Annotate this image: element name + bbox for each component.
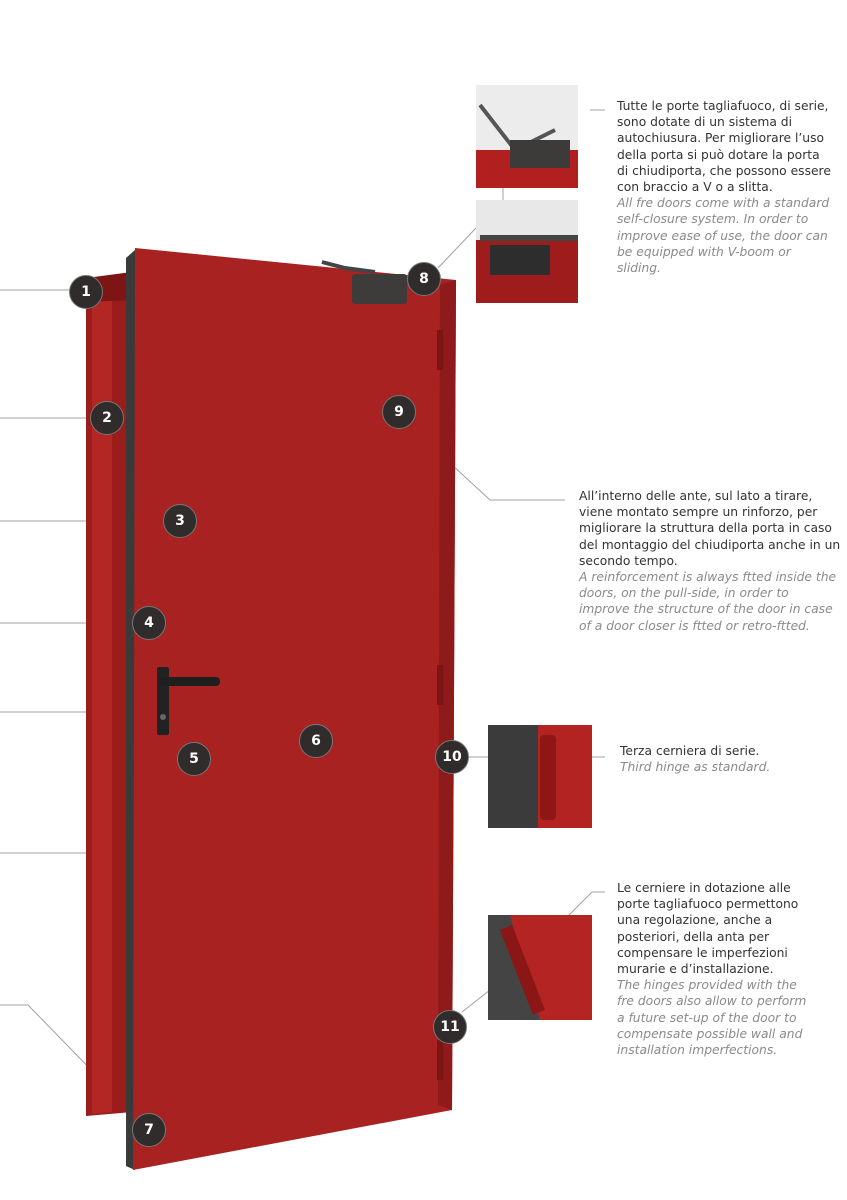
callout-11: 11: [433, 1010, 467, 1044]
closer-note-it: Tutte le porte tagliafuoco, di serie, so…: [617, 99, 831, 195]
callout-9: 9: [382, 395, 416, 429]
callout-6: 6: [299, 724, 333, 758]
closer-note-en: All fre doors come with a standard self-…: [617, 196, 830, 276]
closer-note: Tutte le porte tagliafuoco, di serie, so…: [617, 98, 832, 276]
reinforcement-note: All’interno delle ante, sul lato a tirar…: [579, 488, 841, 634]
third-hinge-note: Terza cerniera di serie. Third hinge as …: [620, 743, 820, 775]
callout-3: 3: [163, 504, 197, 538]
door-leaf: [133, 248, 456, 1170]
callout-7: 7: [132, 1113, 166, 1147]
hinges-note: Le cerniere in dotazione alle porte tagl…: [617, 880, 817, 1058]
door-closer: [321, 260, 407, 304]
callout-5: 5: [177, 742, 211, 776]
door-frame: [86, 272, 132, 1116]
closer-photo-1: [476, 85, 578, 188]
third-hinge-note-it: Terza cerniera di serie.: [620, 744, 760, 758]
reinforcement-note-en: A reinforcement is always ftted inside t…: [579, 570, 837, 633]
callout-1: 1: [69, 275, 103, 309]
reinforcement-note-it: All’interno delle ante, sul lato a tirar…: [579, 489, 841, 568]
third-hinge-photo: [488, 725, 592, 828]
hinges-note-it: Le cerniere in dotazione alle porte tagl…: [617, 881, 799, 977]
door-edge: [126, 250, 135, 1170]
callout-2: 2: [90, 401, 124, 435]
hinges-note-en: The hinges provided with the fre doors a…: [617, 978, 807, 1058]
third-hinge-note-en: Third hinge as standard.: [620, 760, 771, 775]
door-handle: [157, 667, 220, 735]
callout-10: 10: [435, 740, 469, 774]
callout-4: 4: [132, 606, 166, 640]
adjustable-hinge-photo: [488, 915, 592, 1020]
closer-photo-2: [476, 200, 578, 303]
callout-8: 8: [407, 262, 441, 296]
